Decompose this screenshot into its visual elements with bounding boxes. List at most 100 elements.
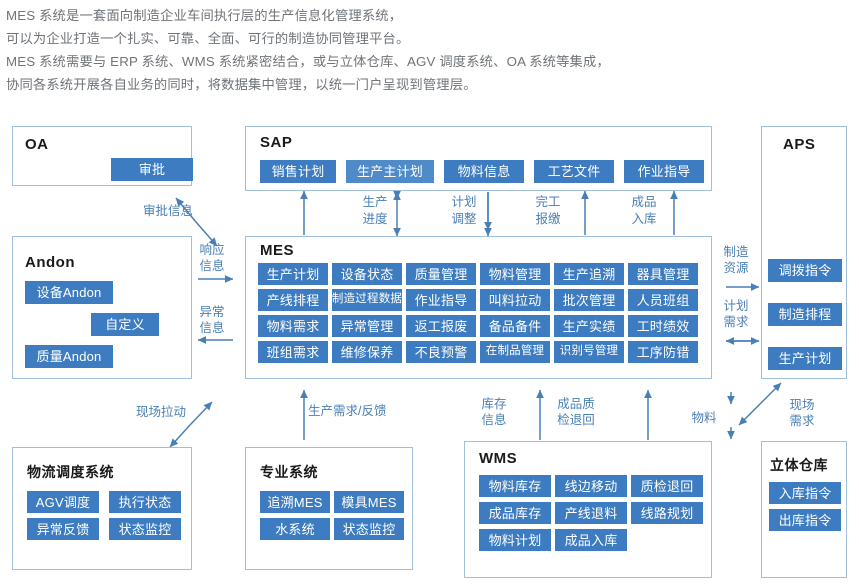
mes-chip-3[interactable]: 物料管理	[480, 263, 550, 285]
mes-chip-19[interactable]: 维修保养	[332, 341, 402, 363]
professional-chip-1[interactable]: 模具MES	[334, 491, 404, 513]
sap-chip-2[interactable]: 物料信息	[444, 160, 524, 183]
logistics-box: 物流调度系统 AGV调度 执行状态 异常反馈 状态监控	[12, 447, 192, 570]
warehouse-chip-0[interactable]: 入库指令	[769, 482, 841, 504]
oa-chip-approval[interactable]: 审批	[111, 158, 193, 181]
flow-label-approval-info: 审批信息	[142, 204, 193, 218]
professional-box: 专业系统 追溯MES 模具MES 水系统 状态监控	[245, 447, 413, 570]
logistics-chip-2[interactable]: 异常反馈	[27, 518, 99, 540]
mes-chip-21[interactable]: 在制品管理	[480, 341, 550, 363]
aps-chip-1[interactable]: 制造排程	[768, 303, 842, 326]
mes-chip-1[interactable]: 设备状态	[332, 263, 402, 285]
mes-chip-20[interactable]: 不良预警	[406, 341, 476, 363]
intro-paragraph: MES 系统是一套面向制造企业车间执行层的生产信息化管理系统， 可以为企业打造一…	[6, 4, 852, 96]
mes-chip-12[interactable]: 物料需求	[258, 315, 328, 337]
flow-label-stock-info-2: 信息	[481, 413, 507, 427]
logistics-chip-1[interactable]: 执行状态	[109, 491, 181, 513]
wms-chip-2[interactable]: 质检退回	[631, 475, 703, 497]
wms-title: WMS	[479, 450, 518, 467]
andon-box: Andon 设备Andon 自定义 质量Andon	[12, 236, 192, 379]
flow-label-response-info-2: 信息	[199, 259, 225, 273]
professional-chip-0[interactable]: 追溯MES	[260, 491, 330, 513]
flow-label-prod-demand-feedback: 生产需求/反馈	[308, 404, 387, 418]
mes-chip-14[interactable]: 返工报废	[406, 315, 476, 337]
wms-chip-0[interactable]: 物料库存	[479, 475, 551, 497]
andon-chip-2[interactable]: 质量Andon	[25, 345, 113, 368]
warehouse-chip-1[interactable]: 出库指令	[769, 509, 841, 531]
flow-label-qc-return-1: 成品质	[557, 397, 595, 411]
andon-chip-0[interactable]: 设备Andon	[25, 281, 113, 304]
flow-label-response-info-1: 响应	[199, 243, 225, 257]
flow-label-material: 物料	[691, 411, 717, 425]
flow-label-plan-demand-1: 计划	[723, 299, 749, 313]
aps-chip-0[interactable]: 调拨指令	[768, 259, 842, 282]
professional-title: 专业系统	[260, 464, 318, 480]
mes-chip-23[interactable]: 工序防错	[628, 341, 698, 363]
mes-chip-5[interactable]: 器具管理	[628, 263, 698, 285]
aps-title: APS	[783, 136, 816, 153]
mes-title: MES	[260, 242, 295, 259]
flow-label-plan-adjust-2: 调整	[451, 212, 477, 226]
logistics-chip-0[interactable]: AGV调度	[27, 491, 99, 513]
mes-chip-9[interactable]: 叫料拉动	[480, 289, 550, 311]
andon-title: Andon	[25, 254, 75, 271]
wms-chip-3[interactable]: 成品库存	[479, 502, 551, 524]
wms-chip-5[interactable]: 线路规划	[631, 502, 703, 524]
flow-label-goods-in-1: 成品	[631, 195, 657, 209]
flow-label-plan-demand-2: 需求	[723, 315, 749, 329]
warehouse-box: 立体仓库 入库指令 出库指令	[761, 441, 847, 578]
logistics-title: 物流调度系统	[27, 464, 114, 480]
sap-chip-0[interactable]: 销售计划	[260, 160, 336, 183]
sap-chip-4[interactable]: 作业指导	[624, 160, 704, 183]
mes-chip-0[interactable]: 生产计划	[258, 263, 328, 285]
professional-chip-2[interactable]: 水系统	[260, 518, 330, 540]
sap-chip-3[interactable]: 工艺文件	[534, 160, 614, 183]
flow-label-site-pull: 现场拉动	[135, 405, 186, 419]
wms-chip-4[interactable]: 产线退料	[555, 502, 627, 524]
wms-box: WMS 物料库存 线边移动 质检退回 成品库存 产线退料 线路规划 物料计划 成…	[464, 441, 712, 578]
mes-chip-13[interactable]: 异常管理	[332, 315, 402, 337]
intro-line-4: 协同各系统开展各自业务的同时，将数据集中管理，以统一门户呈现到管理层。	[6, 77, 477, 92]
mes-chip-15[interactable]: 备品备件	[480, 315, 550, 337]
flow-label-prod-progress-1: 生产	[362, 195, 388, 209]
intro-line-2: 可以为企业打造一个扎实、可靠、全面、可行的制造协同管理平台。	[6, 31, 410, 46]
flow-label-abnormal-info-2: 信息	[199, 321, 225, 335]
mes-chip-8[interactable]: 作业指导	[406, 289, 476, 311]
wms-chip-7[interactable]: 成品入库	[555, 529, 627, 551]
flow-label-mfg-resource-1: 制造	[723, 245, 749, 259]
wms-chip-6[interactable]: 物料计划	[479, 529, 551, 551]
flow-label-mfg-resource-2: 资源	[723, 261, 749, 275]
mes-chip-22[interactable]: 识别号管理	[554, 341, 624, 363]
warehouse-title: 立体仓库	[770, 457, 828, 473]
mes-box: MES 生产计划 设备状态 质量管理 物料管理 生产追溯 器具管理 产线排程 制…	[245, 236, 712, 379]
mes-chip-16[interactable]: 生产实绩	[554, 315, 624, 337]
intro-line-3: MES 系统需要与 ERP 系统、WMS 系统紧密结合，或与立体仓库、AGV 调…	[6, 54, 610, 69]
flow-label-site-demand-2: 需求	[789, 414, 815, 428]
mes-chip-2[interactable]: 质量管理	[406, 263, 476, 285]
oa-box: OA 审批	[12, 126, 193, 186]
professional-chip-3[interactable]: 状态监控	[334, 518, 404, 540]
aps-chip-2[interactable]: 生产计划	[768, 347, 842, 370]
oa-title: OA	[25, 136, 49, 153]
mes-chip-10[interactable]: 批次管理	[554, 289, 624, 311]
flow-label-plan-adjust-1: 计划	[451, 195, 477, 209]
flow-label-finish-report-1: 完工	[535, 195, 561, 209]
sap-box: SAP 销售计划 生产主计划 物料信息 工艺文件 作业指导	[245, 126, 712, 191]
intro-line-1: MES 系统是一套面向制造企业车间执行层的生产信息化管理系统，	[6, 8, 403, 23]
mes-chip-4[interactable]: 生产追溯	[554, 263, 624, 285]
andon-chip-1[interactable]: 自定义	[91, 313, 159, 336]
mes-chip-18[interactable]: 班组需求	[258, 341, 328, 363]
flow-label-prod-progress-2: 进度	[362, 212, 388, 226]
sap-chip-1[interactable]: 生产主计划	[346, 160, 434, 183]
flow-label-abnormal-info-1: 异常	[199, 305, 225, 319]
logistics-chip-3[interactable]: 状态监控	[109, 518, 181, 540]
mes-chip-11[interactable]: 人员班组	[628, 289, 698, 311]
mes-chip-6[interactable]: 产线排程	[258, 289, 328, 311]
wms-chip-1[interactable]: 线边移动	[555, 475, 627, 497]
flow-label-qc-return-2: 检退回	[557, 413, 595, 427]
flow-label-stock-info-1: 库存	[481, 397, 507, 411]
mes-chip-17[interactable]: 工时绩效	[628, 315, 698, 337]
flow-label-finish-report-2: 报缴	[535, 212, 561, 226]
mes-chip-7[interactable]: 制造过程数据	[332, 289, 402, 311]
